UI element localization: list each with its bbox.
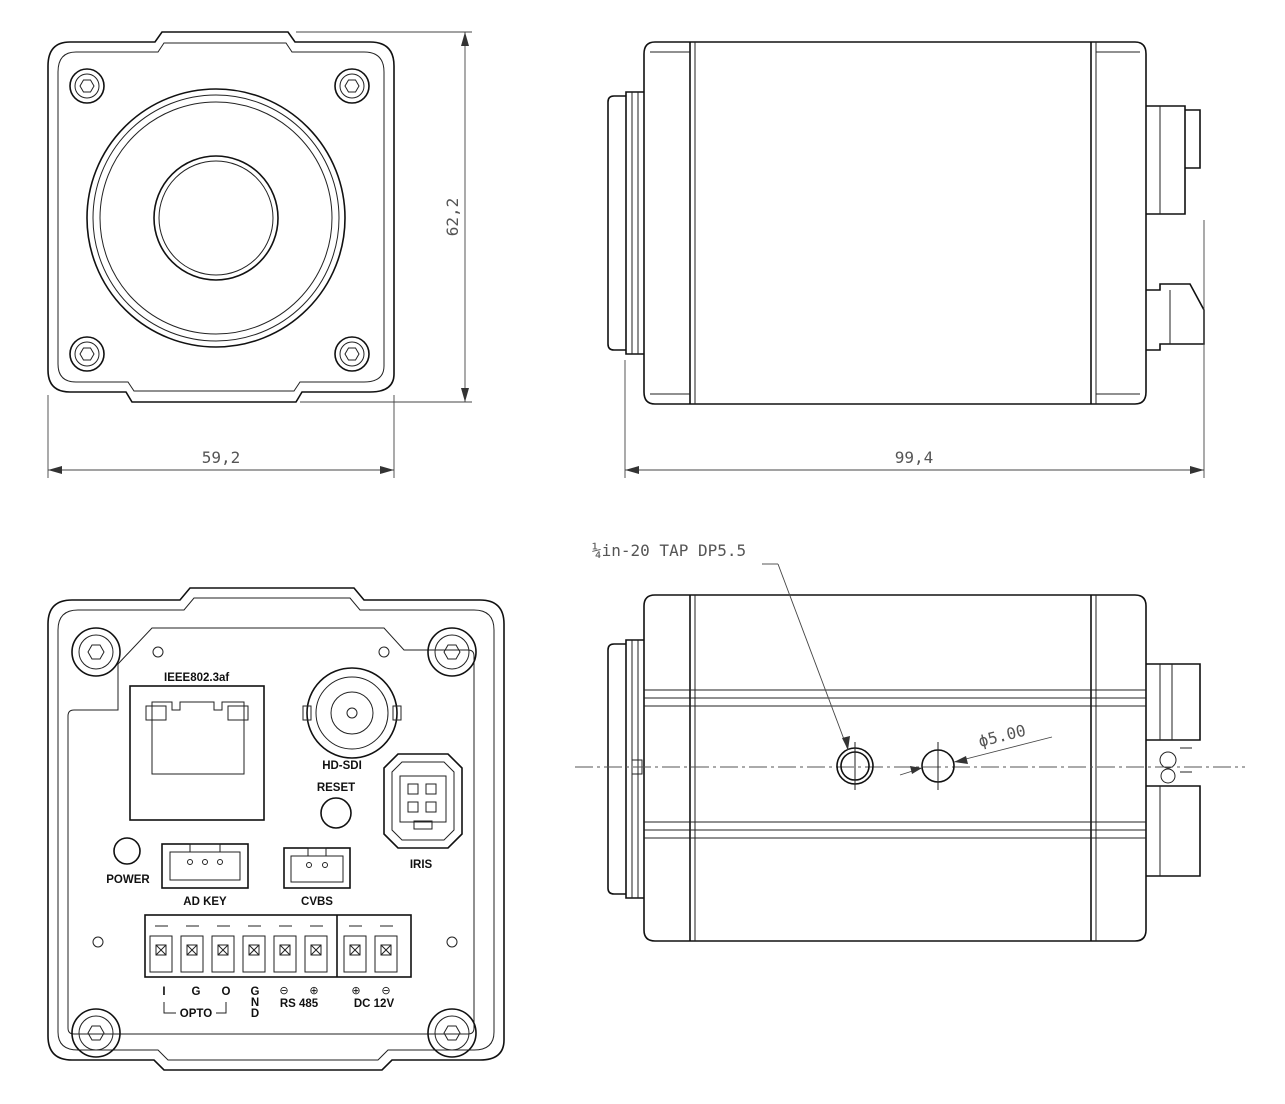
dc-label: DC 12V (354, 998, 395, 1010)
terminal-i-label: I (162, 986, 165, 998)
tap-note: ¼in-20 TAP DP5.5 (592, 541, 746, 560)
terminal-o-label: O (222, 986, 231, 998)
adkey-connector[interactable] (161, 843, 249, 889)
terminal-g-label: G (192, 986, 201, 998)
front-screw-tr (334, 68, 370, 104)
reset-label: RESET (317, 782, 355, 794)
ethernet-port[interactable] (129, 685, 265, 821)
rs485-plus-symbol: ⊕ (309, 984, 318, 997)
hole-dimension: ϕ5.00 (976, 721, 1027, 751)
rear-screw-tr (427, 627, 477, 677)
bottom-view: ¼in-20 TAP DP5.5 ϕ5.00 (575, 541, 1245, 942)
cvbs-connector[interactable] (283, 847, 351, 889)
side-view: 99,4 (607, 41, 1205, 478)
front-screw-tl (69, 68, 105, 104)
rear-screw-bl (71, 1008, 121, 1058)
gnd-g-label: G (251, 986, 260, 998)
length-dimension: 99,4 (895, 448, 934, 467)
gnd-d-label: D (251, 1008, 259, 1020)
adkey-label: AD KEY (183, 896, 227, 908)
opto-label: OPTO (180, 1008, 212, 1020)
rs485-minus-symbol: ⊖ (279, 984, 288, 997)
hdsdi-label: HD-SDI (322, 760, 362, 772)
reset-button[interactable] (320, 797, 352, 829)
hdsdi-connector[interactable] (302, 667, 402, 759)
front-screw-bl (69, 336, 105, 372)
dc-minus-symbol: ⊖ (381, 984, 390, 997)
dc-plus-symbol: ⊕ (351, 984, 360, 997)
rs485-label: RS 485 (280, 998, 319, 1010)
gnd-n-label: N (251, 997, 259, 1009)
width-dimension: 59,2 (202, 448, 241, 467)
cvbs-label: CVBS (301, 896, 333, 908)
iris-connector[interactable] (383, 753, 463, 849)
power-led (113, 837, 141, 865)
rear-screw-tl (71, 627, 121, 677)
iris-label: IRIS (410, 859, 433, 871)
terminal-block[interactable] (144, 914, 412, 978)
rear-screw-br (427, 1008, 477, 1058)
rear-panel: IEEE802.3af HD-SDI RESET IRIS PO (47, 587, 505, 1071)
power-label: POWER (106, 874, 150, 886)
ethernet-label: IEEE802.3af (164, 672, 229, 684)
height-dimension: 62,2 (443, 198, 462, 237)
front-screw-br (334, 336, 370, 372)
front-view: 59,2 62,2 (47, 31, 472, 478)
